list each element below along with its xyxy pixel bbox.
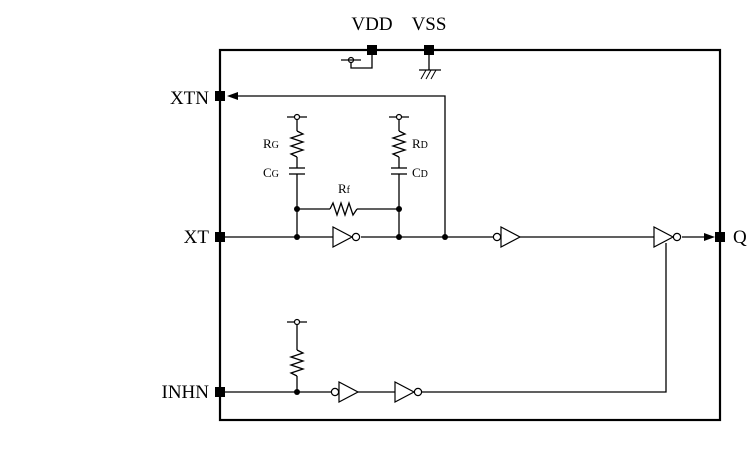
rf-label: Rf bbox=[338, 181, 351, 196]
cg-capacitor-icon bbox=[289, 167, 305, 237]
vss-pin bbox=[424, 45, 434, 55]
vdd-pin bbox=[367, 45, 377, 55]
rd-resistor-icon bbox=[389, 113, 409, 168]
cd-label: CD bbox=[412, 165, 428, 180]
output-gate-icon bbox=[653, 226, 682, 248]
xtn-pin bbox=[215, 91, 225, 101]
arrow-right-icon bbox=[704, 233, 715, 241]
oscillator-inverter-icon bbox=[332, 226, 361, 248]
vss-pin-label: VSS bbox=[412, 14, 447, 35]
buffer-inverter-icon bbox=[492, 226, 522, 248]
junction-dot bbox=[442, 234, 448, 240]
rd-label: RD bbox=[412, 136, 428, 151]
vdd-pin-label: VDD bbox=[351, 14, 392, 35]
vdd-supply-symbol bbox=[341, 55, 373, 69]
inhn-pullup-resistor-icon bbox=[287, 318, 307, 392]
inhn-pin-label: INHN bbox=[162, 382, 210, 403]
q-pin bbox=[715, 232, 725, 242]
inhn-pin bbox=[215, 387, 225, 397]
q-pin-label: Q bbox=[733, 227, 747, 248]
cd-capacitor-icon bbox=[391, 167, 407, 237]
rg-resistor-icon bbox=[287, 113, 307, 168]
ground-icon bbox=[419, 55, 441, 80]
inhn-enable-line bbox=[422, 243, 667, 393]
xtn-feedback-line bbox=[227, 92, 446, 237]
arrow-left-icon bbox=[227, 92, 238, 100]
rg-label: RG bbox=[263, 136, 279, 151]
xt-pin bbox=[215, 232, 225, 242]
inhn-buffer-icon bbox=[330, 381, 360, 403]
cg-label: CG bbox=[263, 165, 279, 180]
junction-dot bbox=[396, 206, 402, 212]
junction-dot bbox=[294, 206, 300, 212]
inhn-inverter-icon bbox=[394, 381, 423, 403]
xtn-pin-label: XTN bbox=[170, 88, 209, 109]
xt-pin-label: XT bbox=[184, 227, 210, 248]
rf-resistor-icon bbox=[297, 200, 399, 218]
